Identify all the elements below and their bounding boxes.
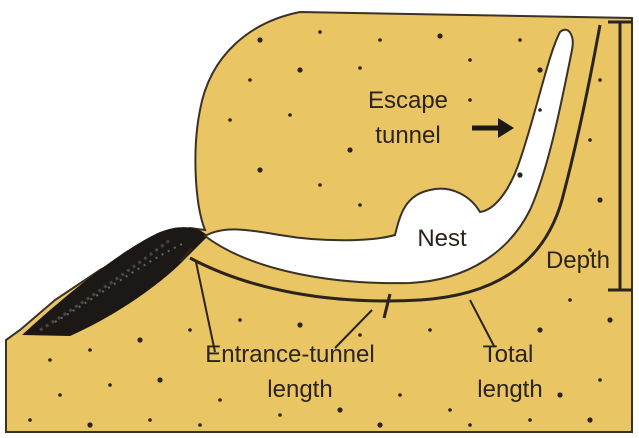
soil-speckle bbox=[108, 383, 112, 387]
soil-speckle bbox=[537, 327, 542, 332]
soil-speckle bbox=[58, 393, 62, 397]
soil-speckle bbox=[518, 38, 522, 42]
escape-tunnel-label: Escape bbox=[368, 87, 448, 114]
soil-speckle bbox=[428, 328, 432, 332]
nest-label: Nest bbox=[417, 225, 467, 252]
soil-speckle bbox=[557, 392, 562, 397]
entrance-length-label: length bbox=[267, 376, 332, 403]
soil-speckle bbox=[297, 322, 302, 327]
soil-speckle bbox=[517, 172, 522, 177]
soil-speckle bbox=[448, 408, 452, 412]
soil-speckle bbox=[468, 98, 472, 102]
soil-body bbox=[6, 12, 632, 432]
soil-speckle bbox=[607, 317, 612, 322]
depth-label: Depth bbox=[546, 247, 610, 274]
entrance-tunnel-label: Entrance-tunnel bbox=[205, 341, 374, 368]
soil-speckle bbox=[537, 67, 542, 72]
soil-speckle bbox=[597, 197, 602, 202]
soil-speckle bbox=[198, 423, 202, 427]
soil-speckle bbox=[157, 377, 162, 382]
soil-speckle bbox=[288, 113, 292, 117]
soil-speckle bbox=[88, 348, 92, 352]
soil-speckle bbox=[297, 67, 302, 72]
total-length-label: length bbox=[477, 376, 542, 403]
soil-speckle bbox=[528, 418, 532, 422]
soil-speckle bbox=[257, 167, 262, 172]
soil-speckle bbox=[398, 393, 402, 397]
soil-speckle bbox=[218, 398, 222, 402]
soil-speckle bbox=[358, 203, 362, 207]
soil-speckle bbox=[318, 30, 322, 34]
soil-speckle bbox=[137, 337, 142, 342]
escape-tunnel-label-2: tunnel bbox=[375, 122, 440, 149]
soil-speckle bbox=[437, 33, 442, 38]
soil-speckle bbox=[28, 418, 32, 422]
soil-speckle bbox=[248, 78, 252, 82]
soil-speckle bbox=[48, 358, 52, 362]
soil-speckle bbox=[358, 66, 362, 70]
soil-speckle bbox=[538, 108, 542, 112]
soil-speckle bbox=[347, 147, 352, 152]
soil-speckle bbox=[358, 333, 362, 337]
soil-speckle bbox=[598, 378, 602, 382]
soil-speckle bbox=[468, 58, 472, 62]
soil-speckle bbox=[588, 138, 592, 142]
soil-speckle bbox=[148, 418, 152, 422]
soil-speckle bbox=[468, 423, 472, 427]
soil-speckle bbox=[318, 183, 322, 187]
soil-speckle bbox=[568, 298, 572, 302]
soil-speckle bbox=[587, 417, 592, 422]
soil-speckle bbox=[598, 78, 602, 82]
soil-speckle bbox=[238, 318, 242, 322]
soil-speckle bbox=[377, 422, 382, 427]
soil-speckle bbox=[378, 38, 382, 42]
soil-speckle bbox=[257, 37, 262, 42]
total-label: Total bbox=[483, 341, 534, 368]
soil-speckle bbox=[87, 422, 92, 427]
soil-speckle bbox=[278, 413, 282, 417]
soil-speckle bbox=[337, 407, 342, 412]
soil-speckle bbox=[228, 118, 232, 122]
soil-speckle bbox=[188, 328, 192, 332]
